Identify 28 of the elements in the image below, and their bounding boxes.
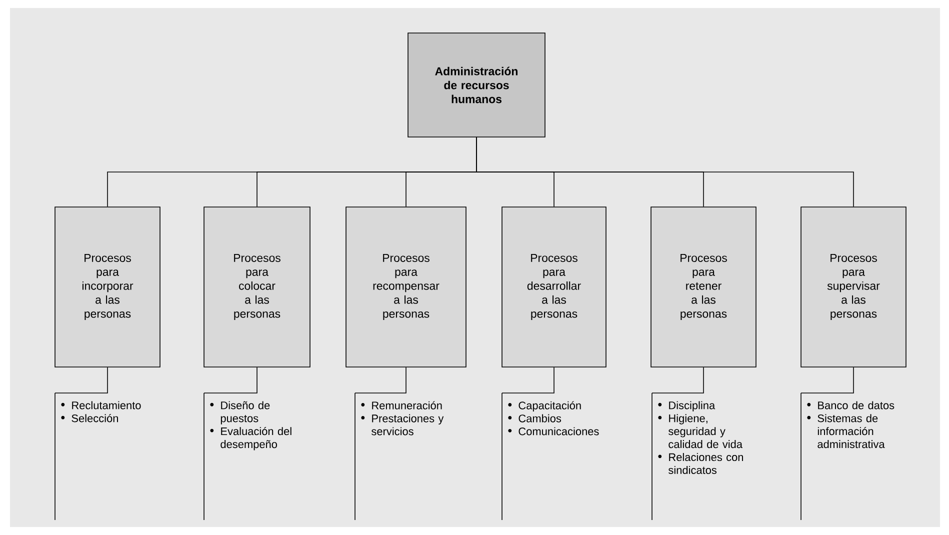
connector-line (652, 367, 704, 394)
list-item: Higiene, seguridad y calidad de vida (658, 414, 742, 448)
process-box: Procesos para colocar a las personas (204, 206, 310, 368)
list-item: Evaluación del desempeño (210, 426, 292, 450)
connector-line (476, 137, 854, 207)
connector-line (354, 367, 406, 394)
connector-line (502, 367, 554, 394)
connector-line (204, 367, 258, 394)
list-item: Reclutamiento (61, 401, 141, 410)
list-item: Prestaciones y servicios (361, 414, 444, 436)
process-box: Procesos para desarrollar a las personas (502, 206, 606, 368)
list-item: Disciplina (658, 401, 716, 412)
list-item: Relaciones con sindicatos (658, 453, 743, 474)
process-box: Procesos para recompensar a las personas (346, 206, 466, 368)
list-item: Sistemas de información administrativa (807, 414, 885, 448)
list-item: Selección (61, 414, 118, 422)
list-item: Banco de datos (807, 401, 894, 410)
list-item: Diseño de puestos (210, 401, 270, 424)
connector-line (54, 367, 108, 394)
process-box: Procesos para supervisar a las personas (800, 206, 906, 368)
connector-line (800, 367, 854, 394)
process-box: Procesos para incorporar a las personas (54, 206, 160, 368)
list-item: Remuneración (361, 401, 442, 410)
list-item: Capacitación (508, 401, 581, 412)
list-item: Cambios (508, 414, 562, 422)
root-box: Administración de recursos humanos (408, 32, 546, 138)
process-box: Procesos para retener a las personas (650, 206, 756, 368)
list-item: Comunicaciones (508, 427, 599, 436)
